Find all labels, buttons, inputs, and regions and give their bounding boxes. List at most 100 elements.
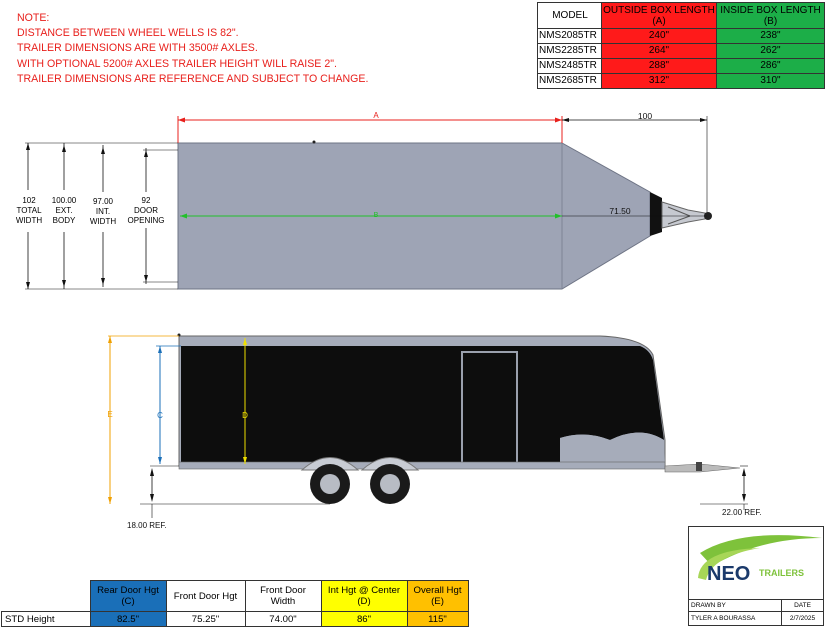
inside-length-header-text: INSIDE BOX LENGTH bbox=[720, 4, 821, 16]
rear-door-hgt-value: 82.5" bbox=[89, 611, 167, 627]
dim-100-arrow bbox=[700, 118, 707, 122]
overall-hgt-header: Overall Hgt(E) bbox=[406, 580, 469, 612]
door-opening-label: OPENING bbox=[128, 216, 165, 225]
side-tongue bbox=[664, 463, 741, 473]
note-line: TRAILER DIMENSIONS ARE REFERENCE AND SUB… bbox=[17, 72, 369, 85]
outside-length-cell: 264" bbox=[601, 43, 717, 59]
dim-7150-label: 71.50 bbox=[609, 206, 631, 216]
dim-c-label: C bbox=[157, 411, 163, 420]
table-row: NMS2485TR 288" 286" bbox=[537, 58, 825, 74]
ext-body-label: EXT. bbox=[56, 206, 73, 215]
dim-arrow bbox=[150, 468, 154, 476]
model-header: MODEL bbox=[537, 2, 602, 29]
dim-arrow bbox=[26, 143, 30, 150]
door-opening-value: 92 bbox=[142, 196, 151, 205]
side-view-stoneguard bbox=[560, 432, 665, 466]
note-block: NOTE: DISTANCE BETWEEN WHEEL WELLS IS 82… bbox=[17, 11, 368, 87]
dim-arrow bbox=[742, 468, 746, 476]
dim-e-arrow bbox=[108, 336, 112, 343]
dim-arrow bbox=[150, 494, 154, 502]
header-text: Front Door bbox=[260, 585, 306, 596]
hitch-coupler bbox=[704, 212, 712, 220]
dim-b-label: B bbox=[374, 212, 379, 219]
date-value: 2/7/2025 bbox=[781, 610, 824, 627]
dim-e-arrow bbox=[108, 497, 112, 504]
side-view-nose bbox=[560, 346, 664, 440]
header-letter: (E) bbox=[431, 596, 444, 607]
outside-length-header: OUTSIDE BOX LENGTH(A) bbox=[601, 2, 717, 29]
header-text-2: Width bbox=[270, 596, 296, 607]
note-line: DISTANCE BETWEEN WHEEL WELLS IS 82". bbox=[17, 27, 239, 40]
dim-arrow bbox=[101, 278, 105, 285]
dim-arrow bbox=[742, 494, 746, 502]
dim-d-arrow bbox=[243, 338, 247, 345]
header-letter: (D) bbox=[357, 596, 371, 607]
dim-100-label: 100 bbox=[638, 111, 652, 121]
inside-length-cell: 262" bbox=[716, 43, 825, 59]
inside-length-cell: 286" bbox=[716, 58, 825, 74]
table-row: NMS2285TR 264" 262" bbox=[537, 43, 825, 59]
note-line: WITH OPTIONAL 5200# AXLES TRAILER HEIGHT… bbox=[17, 57, 337, 70]
header-text: Int Hgt @ Center bbox=[327, 585, 401, 596]
fender-front bbox=[360, 457, 420, 471]
ref-22-label: 22.00 REF. bbox=[722, 508, 762, 517]
side-view-frame bbox=[178, 461, 666, 470]
fender-rear bbox=[300, 457, 360, 471]
row-label: STD Height bbox=[1, 611, 91, 627]
ref-18-label: 18.00 REF. bbox=[127, 521, 167, 530]
int-width-label: INT. bbox=[96, 207, 110, 216]
model-cell: NMS2685TR bbox=[537, 73, 602, 89]
height-table: Rear Door Hgt(C) Front Door Hgt Front Do… bbox=[1, 580, 469, 627]
drawn-by-value: TYLER A BOURASSA bbox=[688, 610, 782, 627]
logo-cell bbox=[688, 525, 824, 601]
dim-b-arrow bbox=[180, 213, 187, 219]
dim-arrow bbox=[62, 280, 66, 287]
int-width-label: WIDTH bbox=[90, 217, 116, 226]
total-width-label: WIDTH bbox=[16, 216, 42, 225]
dim-arrow bbox=[144, 150, 148, 157]
door-opening-label: DOOR bbox=[134, 206, 158, 215]
inside-length-header: INSIDE BOX LENGTH(B) bbox=[716, 2, 825, 29]
overall-hgt-value: 115" bbox=[406, 611, 469, 627]
outside-length-header-text: OUTSIDE BOX LENGTH bbox=[603, 4, 715, 16]
date-label: DATE bbox=[781, 599, 824, 612]
side-coupler bbox=[696, 462, 702, 471]
dim-c-arrow bbox=[158, 346, 162, 353]
dim-a-arrow bbox=[178, 117, 185, 123]
dim-a-arrow bbox=[555, 117, 562, 123]
front-door-width-value: 74.00" bbox=[244, 611, 322, 627]
header-text: Rear Door Hgt bbox=[97, 585, 159, 596]
ext-body-value: 100.00 bbox=[52, 196, 77, 205]
front-door-hgt-header: Front Door Hgt bbox=[165, 580, 246, 612]
table-row: NMS2085TR 240" 238" bbox=[537, 28, 825, 44]
inside-length-header-letter: (B) bbox=[763, 15, 778, 27]
note-line: NOTE: bbox=[17, 12, 50, 24]
box-length-table: MODEL OUTSIDE BOX LENGTH(A) INSIDE BOX L… bbox=[537, 2, 825, 89]
drawn-by-label: DRAWN BY bbox=[688, 599, 782, 612]
header-letter: (C) bbox=[121, 596, 135, 607]
dim-b-arrow bbox=[555, 213, 562, 219]
int-hgt-value: 86" bbox=[320, 611, 408, 627]
top-view-front-cap bbox=[650, 192, 662, 236]
height-table-corner bbox=[1, 580, 91, 612]
ext-body-label: BODY bbox=[53, 216, 76, 225]
side-view-body bbox=[181, 346, 560, 464]
dim-c-arrow bbox=[158, 457, 162, 464]
dim-arrow bbox=[62, 145, 66, 152]
int-hgt-header: Int Hgt @ Center(D) bbox=[320, 580, 408, 612]
dim-arrow bbox=[101, 147, 105, 154]
header-text: Overall Hgt bbox=[413, 585, 462, 596]
front-door-hgt-value: 75.25" bbox=[165, 611, 246, 627]
outside-length-header-letter: (A) bbox=[652, 15, 666, 27]
table-row: STD Height 82.5" 75.25" 74.00" 86" 115" bbox=[1, 611, 469, 627]
dim-e-label: E bbox=[107, 410, 112, 419]
inside-length-cell: 238" bbox=[716, 28, 825, 44]
dim-arrow bbox=[26, 282, 30, 289]
dim-d-label: D bbox=[242, 411, 248, 420]
inside-length-cell: 310" bbox=[716, 73, 825, 89]
table-row: NMS2685TR 312" 310" bbox=[537, 73, 825, 89]
rear-door-hgt-header: Rear Door Hgt(C) bbox=[89, 580, 167, 612]
dim-100-arrow bbox=[562, 118, 569, 122]
